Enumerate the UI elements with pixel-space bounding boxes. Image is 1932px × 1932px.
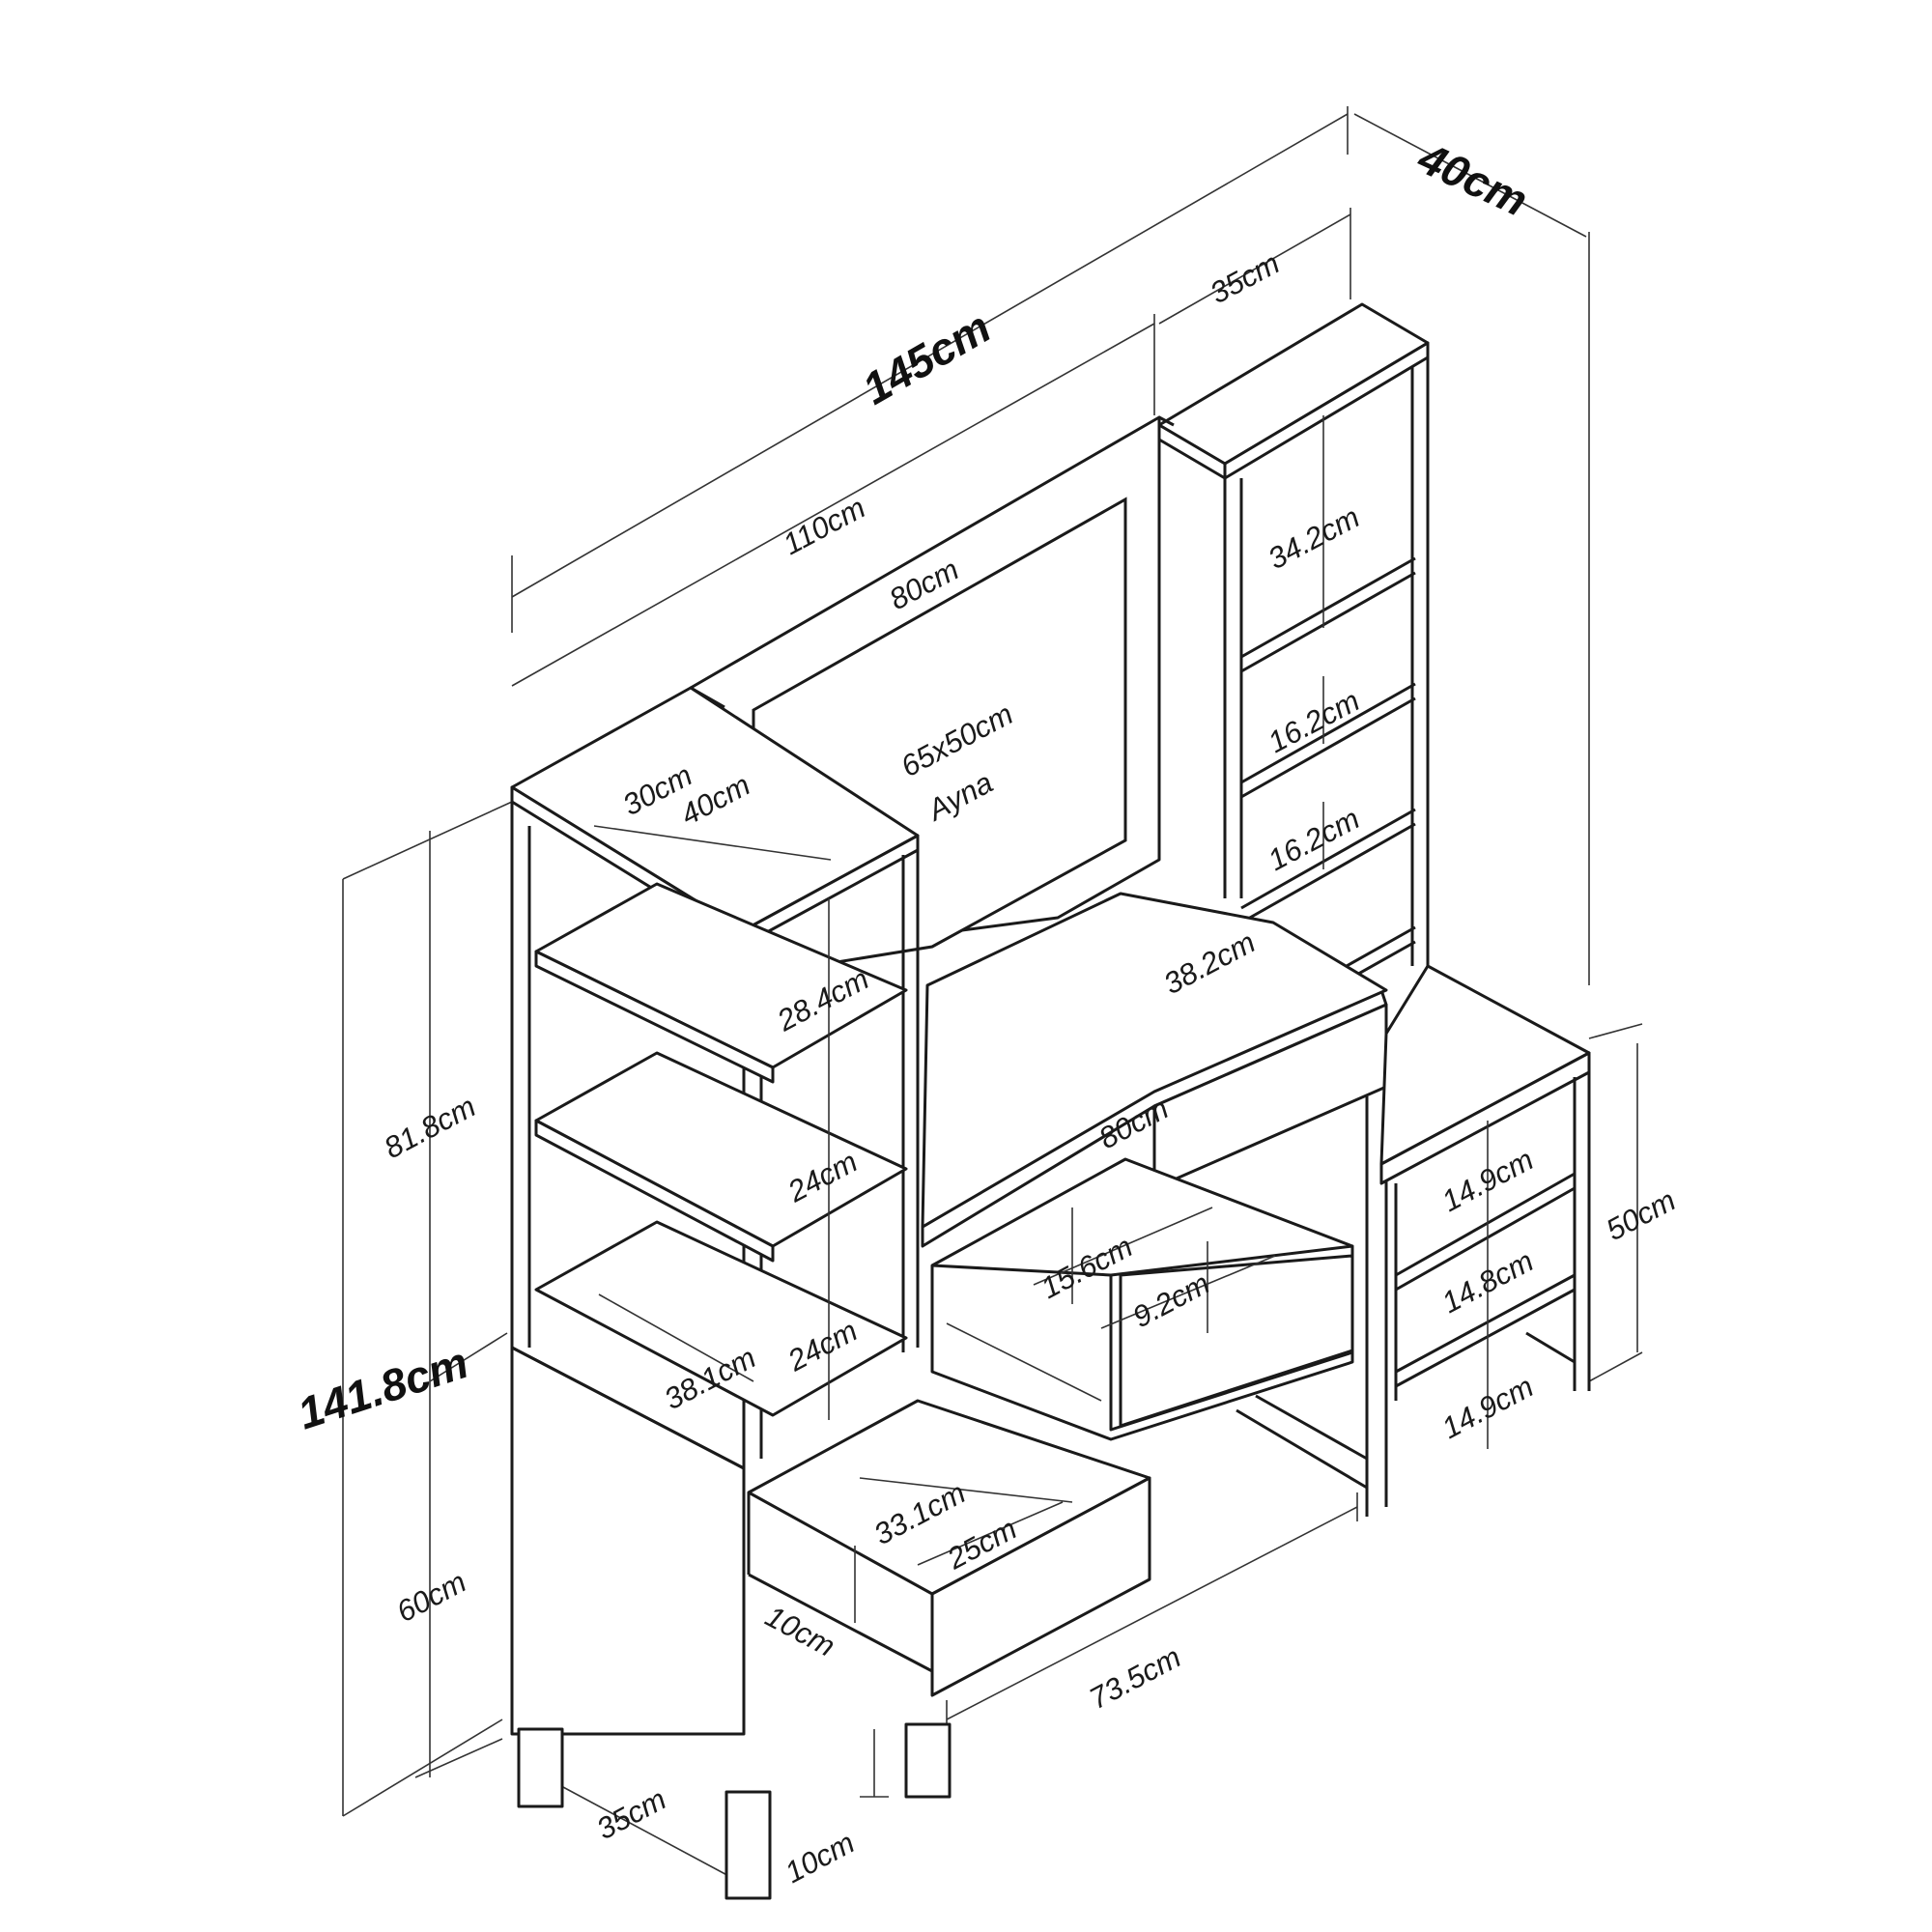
right-low-cabinet bbox=[1379, 964, 1591, 1449]
label-right-tower-depth: 35cm bbox=[1205, 246, 1285, 310]
label-overall-width: 145cm bbox=[854, 301, 999, 414]
label-knee-width: 73.5cm bbox=[1084, 1640, 1186, 1717]
label-base-depth: 35cm bbox=[591, 1782, 671, 1846]
left-tall-tower bbox=[510, 686, 952, 1900]
label-overall-height: 141.8cm bbox=[292, 1337, 474, 1439]
right-tall-tower bbox=[1157, 302, 1430, 987]
label-lower-height: 60cm bbox=[391, 1565, 471, 1629]
label-overall-depth: 40cm bbox=[1410, 132, 1536, 226]
label-top-width: 110cm bbox=[778, 491, 871, 562]
label-leg-height: 10cm bbox=[780, 1826, 860, 1889]
desk bbox=[921, 892, 1388, 1517]
label-right-tower-shelf-2: 16.2cm bbox=[1263, 684, 1365, 760]
label-lower-drawer-height: 10cm bbox=[760, 1599, 840, 1662]
dimension-lines bbox=[342, 106, 1643, 1880]
label-right-tower-shelf-1: 34.2cm bbox=[1263, 500, 1365, 577]
label-right-cabinet-height: 50cm bbox=[1601, 1183, 1681, 1247]
lower-drawer bbox=[747, 1399, 1151, 1697]
